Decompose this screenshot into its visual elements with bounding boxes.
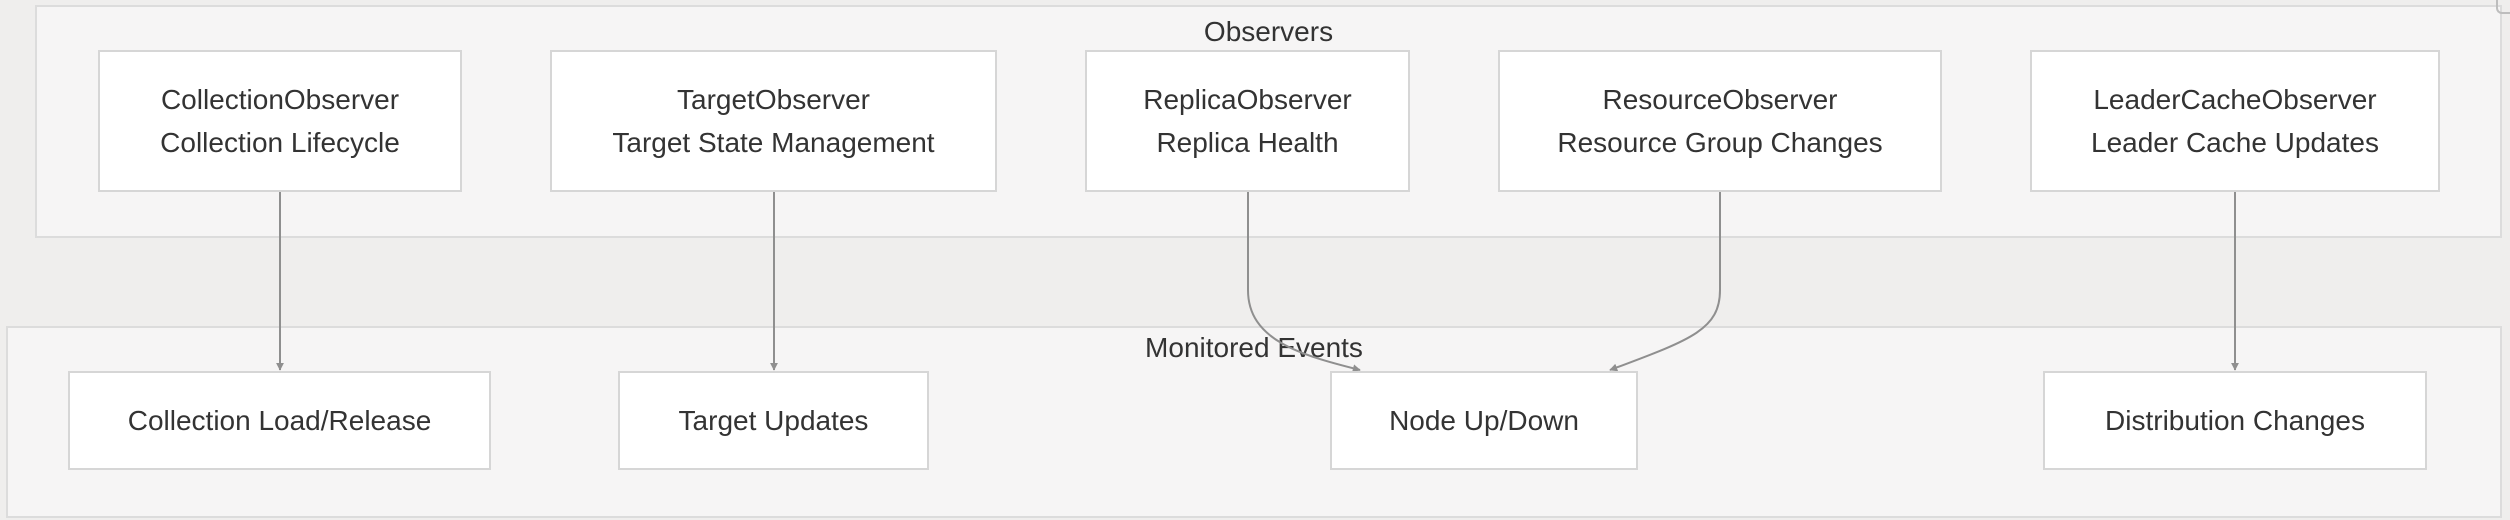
- node-collectionobserver: CollectionObserver Collection Lifecycle: [98, 50, 462, 192]
- node-collection-load-release-label: Collection Load/Release: [127, 405, 432, 436]
- node-target-updates: Target Updates: [618, 371, 929, 470]
- node-leadercacheobserver-desc: Leader Cache Updates: [2091, 127, 2379, 158]
- node-collectionobserver-desc: Collection Lifecycle: [160, 127, 400, 158]
- node-collection-load-release: Collection Load/Release: [68, 371, 491, 470]
- node-node-up-down: Node Up/Down: [1330, 371, 1638, 470]
- node-resourceobserver-name: ResourceObserver: [1602, 84, 1838, 115]
- node-replicaobserver-name: ReplicaObserver: [1143, 84, 1352, 115]
- node-resourceobserver: ResourceObserver Resource Group Changes: [1498, 50, 1942, 192]
- node-target-updates-label: Target Updates: [678, 405, 869, 436]
- group-observers-title: Observers: [1203, 16, 1334, 47]
- group-monitored-events-title: Monitored Events: [1145, 332, 1363, 363]
- corner-handle-icon: [2496, 0, 2510, 14]
- node-resourceobserver-desc: Resource Group Changes: [1557, 127, 1883, 158]
- node-leadercacheobserver: LeaderCacheObserver Leader Cache Updates: [2030, 50, 2440, 192]
- node-targetobserver-desc: Target State Management: [612, 127, 935, 158]
- node-node-up-down-label: Node Up/Down: [1389, 405, 1579, 436]
- node-targetobserver-name: TargetObserver: [677, 84, 870, 115]
- node-leadercacheobserver-name: LeaderCacheObserver: [2093, 84, 2377, 115]
- node-replicaobserver-desc: Replica Health: [1156, 127, 1339, 158]
- node-distribution-changes: Distribution Changes: [2043, 371, 2427, 470]
- node-replicaobserver: ReplicaObserver Replica Health: [1085, 50, 1410, 192]
- node-targetobserver: TargetObserver Target State Management: [550, 50, 997, 192]
- node-distribution-changes-label: Distribution Changes: [2105, 405, 2365, 436]
- node-collectionobserver-name: CollectionObserver: [160, 84, 400, 115]
